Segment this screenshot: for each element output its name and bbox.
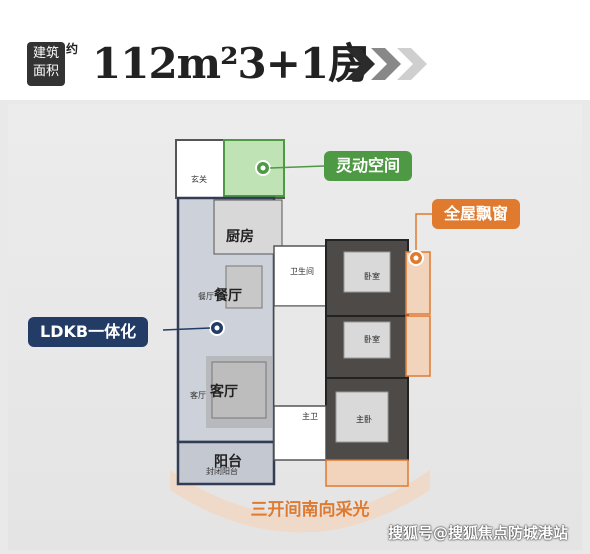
room-label-dining: 餐厅	[214, 288, 242, 304]
light-arc	[170, 470, 430, 533]
room-label-dining-small: 餐厅	[198, 292, 214, 301]
approx-label: 约	[66, 42, 79, 56]
building-area-badge: 建筑 面积	[27, 42, 65, 86]
room-label-living-small: 客厅	[190, 391, 206, 400]
callout-flex-space: 灵动空间	[324, 151, 413, 181]
room-label-living: 客厅	[210, 384, 238, 400]
room-label-balcony: 阳台	[214, 454, 242, 470]
watermark: 搜狐号@搜狐焦点防城港站	[388, 524, 569, 542]
badge-line-1: 建筑	[32, 46, 59, 61]
chevron-right-icon	[345, 48, 427, 80]
page-title: 112m²3+1房	[92, 39, 370, 88]
callout-bay-window: 全屋飘窗	[432, 199, 521, 229]
south-light-label: 三开间南向采光	[250, 500, 370, 520]
header: 建筑 面积 约 112m²3+1房	[0, 0, 590, 100]
room-label-bathroom: 卫生间	[290, 267, 314, 276]
room-label-bedroom-1: 卧室	[364, 272, 380, 281]
callout-ldkb: LDKB一体化	[28, 317, 149, 347]
room-label-bedroom-2: 卧室	[364, 335, 380, 344]
room-label-master-bath: 主卫	[302, 412, 318, 421]
room-label-balcony-small: 封闭阳台	[206, 467, 238, 476]
room-label-kitchen: 厨房	[226, 229, 254, 245]
room-label-foyer: 玄关	[191, 175, 207, 184]
room-label-master-bedroom: 主卧	[356, 415, 372, 424]
badge-line-2: 面积	[32, 64, 59, 79]
